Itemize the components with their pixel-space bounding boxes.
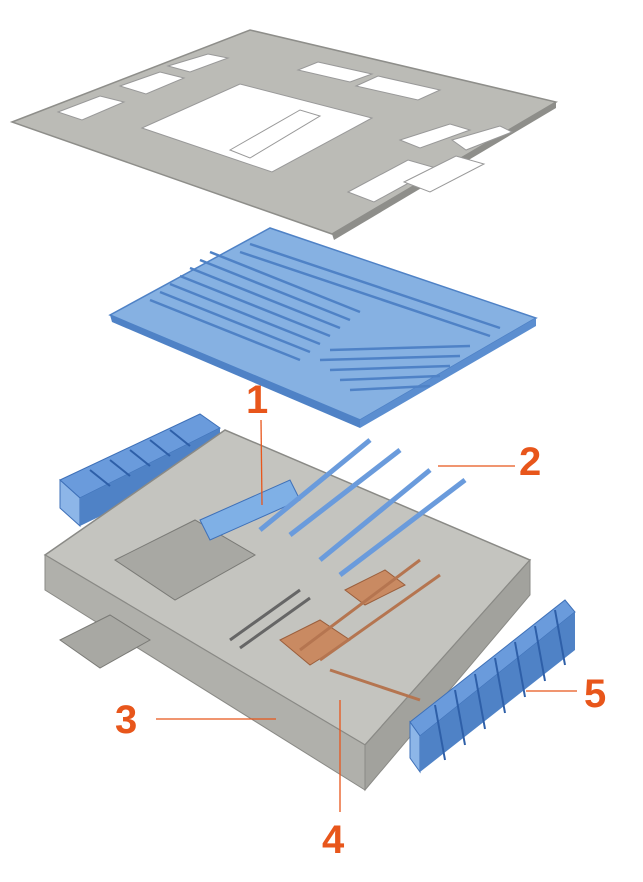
callout-4: 4: [322, 818, 345, 862]
leader-lines: [156, 419, 577, 812]
right-heatsink: [409, 599, 576, 774]
callout-2: 2: [519, 440, 542, 484]
callout-5: 5: [584, 672, 607, 716]
copper-heatpipes: [279, 569, 406, 666]
callout-1: 1: [246, 378, 269, 422]
chassis: [43, 429, 532, 792]
left-heatsink: [59, 413, 221, 528]
leader-line-1: [260, 419, 263, 506]
cooling-cover: [108, 227, 538, 428]
top-plate: [9, 29, 558, 240]
callout-3: 3: [115, 698, 138, 742]
